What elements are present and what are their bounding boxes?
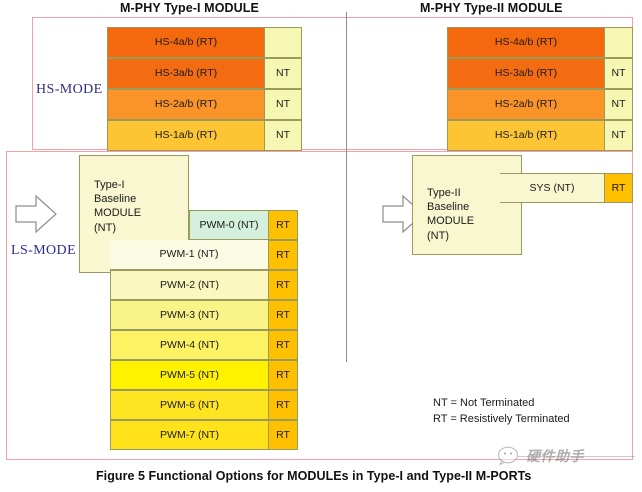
lane-cell: HS-1a/b (RT) xyxy=(447,120,605,151)
lane-cell: PWM-0 (NT) xyxy=(189,210,269,240)
legend-nt: NT = Not Terminated xyxy=(433,397,535,409)
lane-cell: PWM-1 (NT) xyxy=(110,240,269,270)
lane-cell: PWM-2 (NT) xyxy=(110,270,269,300)
lane-cell: HS-2a/b (RT) xyxy=(107,89,265,120)
lane-termination-cell: NT xyxy=(264,89,302,120)
lane-termination-cell: NT xyxy=(604,58,633,89)
lane-cell: SYS (NT) xyxy=(500,173,605,203)
lane-termination-cell: RT xyxy=(268,240,298,270)
figure-caption: Figure 5 Functional Options for MODULEs … xyxy=(96,469,532,483)
lane-termination-cell: RT xyxy=(268,270,298,300)
lane-cell: PWM-3 (NT) xyxy=(110,300,269,330)
lane-cell: HS-3a/b (RT) xyxy=(107,58,265,89)
lane-termination-cell xyxy=(604,27,633,58)
lane-cell: PWM-4 (NT) xyxy=(110,330,269,360)
lane-cell: HS-4a/b (RT) xyxy=(447,27,605,58)
ls-mode-label: LS-MODE xyxy=(11,243,77,258)
lane-termination-cell: RT xyxy=(268,210,298,240)
lane-termination-cell: NT xyxy=(264,58,302,89)
legend-rt: RT = Resistively Terminated xyxy=(433,413,570,425)
lane-termination-cell xyxy=(264,27,302,58)
module-divider xyxy=(346,12,347,362)
lane-termination-cell: RT xyxy=(268,390,298,420)
lane-cell: PWM-5 (NT) xyxy=(110,360,269,390)
lane-termination-cell: RT xyxy=(268,300,298,330)
lane-termination-cell: RT xyxy=(268,360,298,390)
lane-termination-cell: RT xyxy=(268,330,298,360)
lane-termination-cell: NT xyxy=(604,120,633,151)
hs-mode-label: HS-MODE xyxy=(36,82,103,97)
lane-termination-cell: RT xyxy=(604,173,633,203)
title-type2-module: M-PHY Type-II MODULE xyxy=(420,1,563,15)
lane-termination-cell: NT xyxy=(264,120,302,151)
lane-cell: HS-4a/b (RT) xyxy=(107,27,265,58)
ls-mode-frame xyxy=(6,151,633,460)
lane-cell: HS-2a/b (RT) xyxy=(447,89,605,120)
lane-cell: PWM-6 (NT) xyxy=(110,390,269,420)
lane-cell: PWM-7 (NT) xyxy=(110,420,269,450)
type1-input-arrow xyxy=(14,192,58,236)
title-type1-module: M-PHY Type-I MODULE xyxy=(120,1,259,15)
lane-termination-cell: RT xyxy=(268,420,298,450)
lane-cell: HS-3a/b (RT) xyxy=(447,58,605,89)
lane-cell: HS-1a/b (RT) xyxy=(107,120,265,151)
lane-termination-cell: NT xyxy=(604,89,633,120)
